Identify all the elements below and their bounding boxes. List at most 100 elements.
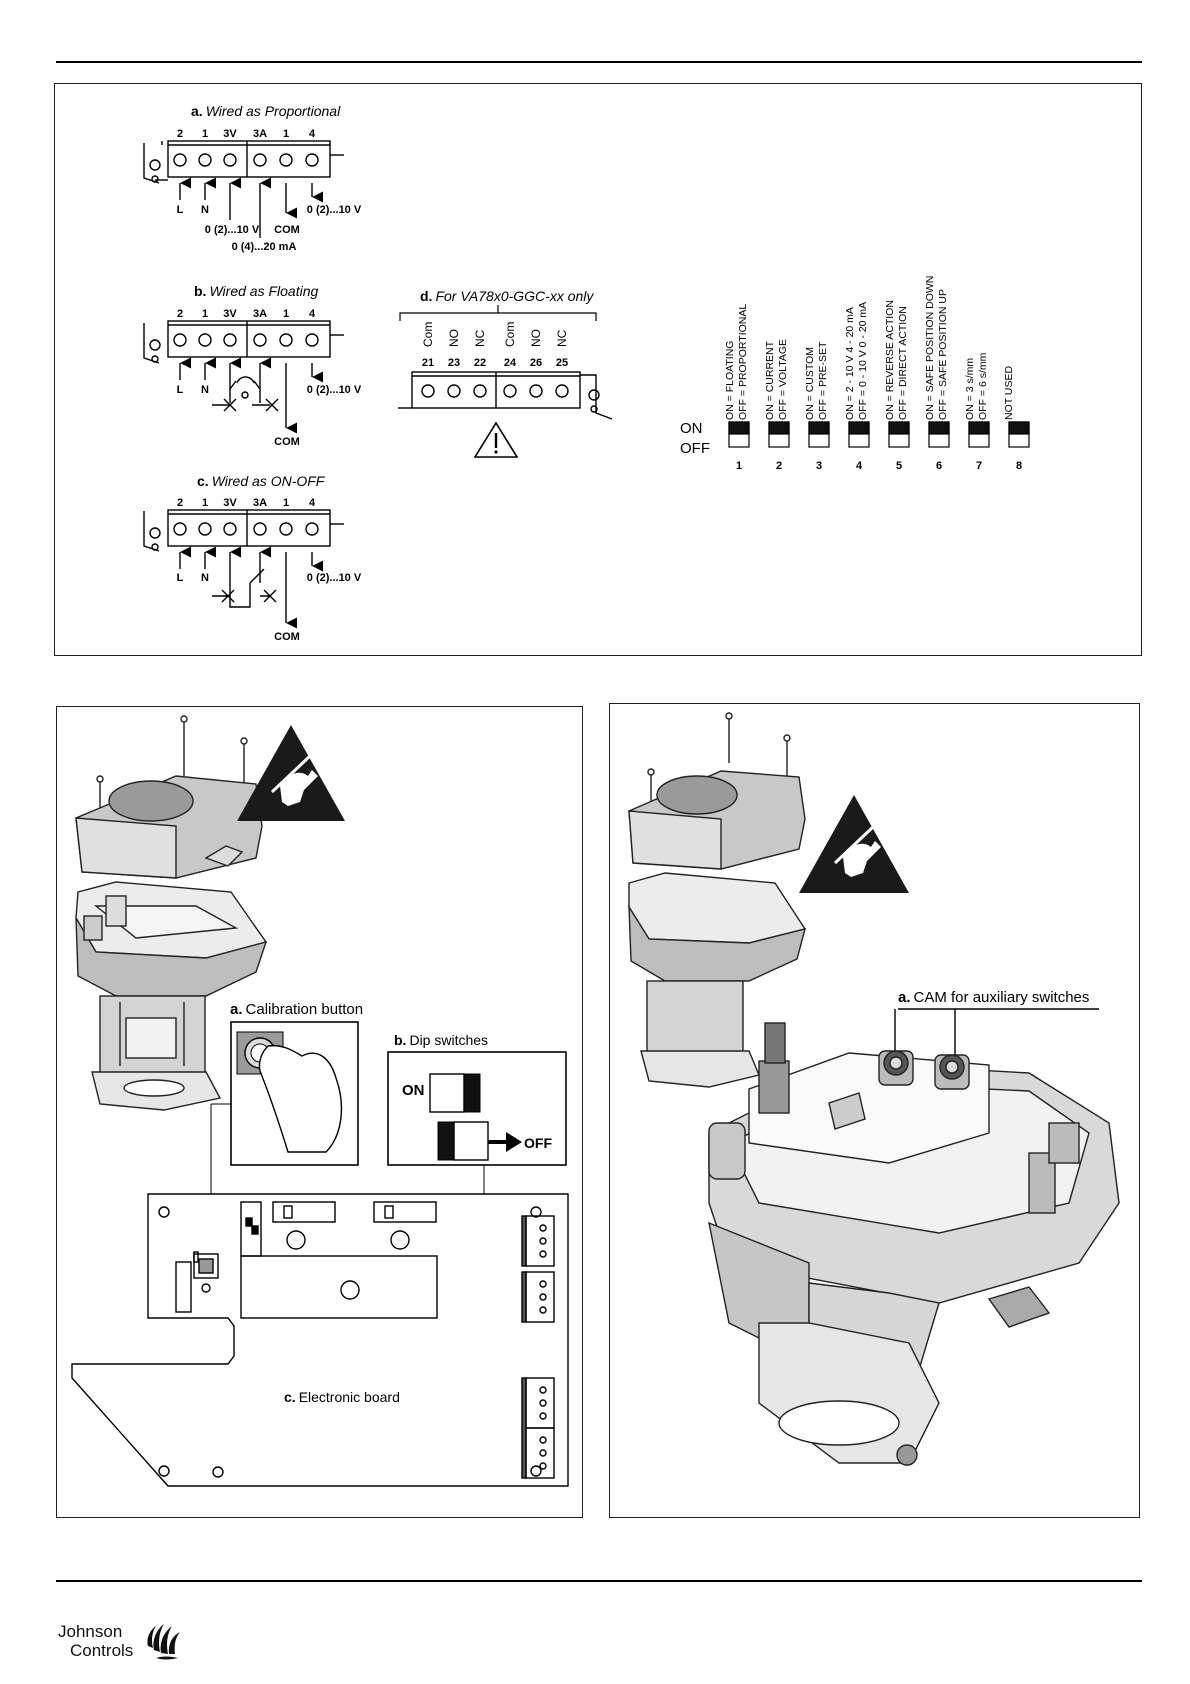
esd-warning-icon bbox=[799, 795, 909, 893]
wiring-c-onoff: c.Wired as ON-OFF 2 1 3V 3A 1 4 bbox=[143, 473, 362, 643]
wiring-b-floating: b.Wired as Floating 2 1 3V 3A 1 4 bbox=[143, 283, 362, 448]
terminal-number: 4 bbox=[309, 128, 316, 140]
esd-warning-icon bbox=[237, 725, 345, 821]
terminal-number: 3A bbox=[253, 128, 267, 140]
arrow-right-icon bbox=[488, 1132, 522, 1152]
dip-2-on: ON = CURRENT bbox=[764, 340, 776, 420]
electronic-board bbox=[71, 1193, 569, 1487]
label-L: L bbox=[177, 572, 184, 584]
terminal-number: 1 bbox=[202, 128, 208, 140]
terminal-number: 3A bbox=[253, 497, 267, 509]
dip-number: 2 bbox=[776, 460, 782, 472]
dip-detail-letter: b. bbox=[394, 1032, 406, 1048]
dip-5-off: OFF = DIRECT ACTION bbox=[897, 306, 909, 420]
actuator-open-illustration bbox=[708, 1022, 1120, 1466]
terminal-number: 2 bbox=[177, 128, 183, 140]
svg-text:a.Calibration button: a.Calibration button bbox=[230, 1001, 363, 1018]
contact-label: Com bbox=[503, 322, 517, 347]
dip-6-off: OFF = SAFE POSITION UP bbox=[937, 289, 949, 420]
brand-name: Johnson Controls bbox=[58, 1622, 133, 1660]
svg-text:d.For VA78x0-GGC-xx only: d.For VA78x0-GGC-xx only bbox=[420, 288, 594, 304]
label-com: COM bbox=[274, 631, 300, 643]
dip-7-on: ON = 3 s/mm bbox=[964, 358, 976, 420]
dip-switch-legend: ON = FLOATING OFF = PROPORTIONAL ON = CU… bbox=[680, 276, 1030, 472]
bottom-rule bbox=[56, 1580, 1142, 1582]
svg-text:a.CAM for auxiliary switches: a.CAM for auxiliary switches bbox=[898, 989, 1089, 1006]
dip-descriptions: ON = FLOATING OFF = PROPORTIONAL ON = CU… bbox=[724, 276, 1015, 420]
dip-on-label: ON bbox=[680, 420, 703, 437]
dip-2-off: OFF = VOLTAGE bbox=[777, 339, 789, 420]
dip-detail-label: Dip switches bbox=[409, 1032, 488, 1048]
dip-4-off: OFF = 0 - 10 V 0 - 20 mA bbox=[857, 302, 869, 420]
wiring-a-proportional: a.Wired as Proportional 2 1 3V 3A 1 4 bbox=[143, 103, 362, 253]
contact-number: 26 bbox=[530, 357, 542, 369]
brand-line-1: Johnson bbox=[58, 1622, 123, 1641]
dip-1-off: OFF = PROPORTIONAL bbox=[737, 304, 749, 420]
brand-line-2: Controls bbox=[70, 1641, 134, 1660]
contact-number: 24 bbox=[504, 357, 517, 369]
dip-3-on: ON = CUSTOM bbox=[804, 347, 816, 420]
wiring-d-letter: d. bbox=[420, 288, 432, 304]
dip-7-off: OFF = 6 s/mm bbox=[977, 352, 989, 420]
dip-number: 8 bbox=[1016, 460, 1022, 472]
calibration-button-detail bbox=[230, 1021, 359, 1166]
dip-number: 1 bbox=[736, 460, 742, 472]
dip-1-on: ON = FLOATING bbox=[724, 341, 736, 420]
dip-number: 3 bbox=[816, 460, 822, 472]
actuator-illustration bbox=[628, 712, 807, 1088]
terminal-block bbox=[143, 509, 344, 552]
dip-3-off: OFF = PRE-SET bbox=[817, 341, 829, 420]
svg-text:c.Electronic board: c.Electronic board bbox=[284, 1389, 400, 1405]
label-output-voltage: 0 (2)...10 V bbox=[307, 204, 362, 216]
cam-letter: a. bbox=[898, 989, 911, 1006]
johnson-controls-logo: Johnson Controls bbox=[58, 1620, 198, 1668]
calibration-panel-frame bbox=[56, 706, 583, 1518]
cam-panel: a.CAM for auxiliary switches bbox=[628, 712, 1120, 1466]
terminal-number: 1 bbox=[202, 308, 208, 320]
label-com: COM bbox=[274, 224, 300, 236]
contact-label: Com bbox=[421, 322, 435, 347]
wiring-diagram-frame bbox=[54, 83, 1142, 656]
dip-number: 7 bbox=[976, 460, 982, 472]
contact-label: NO bbox=[529, 329, 543, 347]
terminal-number: 3V bbox=[223, 308, 237, 320]
dip-number: 6 bbox=[936, 460, 942, 472]
terminal-number: 1 bbox=[283, 308, 289, 320]
wiring-a-letter: a. bbox=[191, 103, 203, 119]
dip-numbers: 1 2 3 4 5 6 7 8 bbox=[736, 460, 1022, 472]
actuator-illustration bbox=[75, 715, 268, 1111]
dip-detail-on: ON bbox=[402, 1082, 425, 1099]
wiring-b-title: Wired as Floating bbox=[209, 283, 318, 299]
brand-mark-icon bbox=[147, 1624, 180, 1660]
label-L: L bbox=[177, 204, 184, 216]
svg-text:a.Wired as Proportional: a.Wired as Proportional bbox=[191, 103, 341, 119]
contact-label: NC bbox=[555, 329, 569, 347]
label-N: N bbox=[201, 384, 209, 396]
calibration-panel: a.Calibration button b.Dip switches ON O… bbox=[71, 715, 569, 1487]
wiring-c-title: Wired as ON-OFF bbox=[212, 473, 326, 489]
terminal-number: 4 bbox=[309, 497, 316, 509]
terminal-number: 2 bbox=[177, 497, 183, 509]
label-input-voltage: 0 (2)...10 V bbox=[205, 224, 260, 236]
terminal-block bbox=[398, 371, 613, 420]
wiring-d-auxiliary: d.For VA78x0-GGC-xx only Com NO NC Com N… bbox=[398, 288, 613, 458]
terminal-number: 2 bbox=[177, 308, 183, 320]
board-letter: c. bbox=[284, 1389, 296, 1405]
wiring-a-labels: L N 0 (2)...10 V COM 0 (2)...10 V 0 (4).… bbox=[177, 204, 362, 253]
svg-text:c.Wired as ON-OFF: c.Wired as ON-OFF bbox=[197, 473, 326, 489]
wiring-c-letter: c. bbox=[197, 473, 209, 489]
dip-5-on: ON = REVERSE ACTION bbox=[884, 300, 896, 420]
label-N: N bbox=[201, 572, 209, 584]
terminal-number: 1 bbox=[202, 497, 208, 509]
svg-text:b.Dip switches: b.Dip switches bbox=[394, 1032, 488, 1048]
wiring-b-letter: b. bbox=[194, 283, 206, 299]
dip-8-label: NOT USED bbox=[1003, 366, 1015, 420]
contact-number: 21 bbox=[422, 357, 434, 369]
terminal-number: 4 bbox=[309, 308, 316, 320]
wiring-diagram: a.Wired as Proportional 2 1 3V 3A 1 4 bbox=[143, 103, 1030, 643]
wiring-a-title: Wired as Proportional bbox=[206, 103, 341, 119]
hand-icon bbox=[258, 1044, 343, 1153]
dip-4-on: ON = 2 - 10 V 4 - 20 mA bbox=[844, 307, 856, 420]
label-L: L bbox=[177, 384, 184, 396]
dip-number: 5 bbox=[896, 460, 902, 472]
